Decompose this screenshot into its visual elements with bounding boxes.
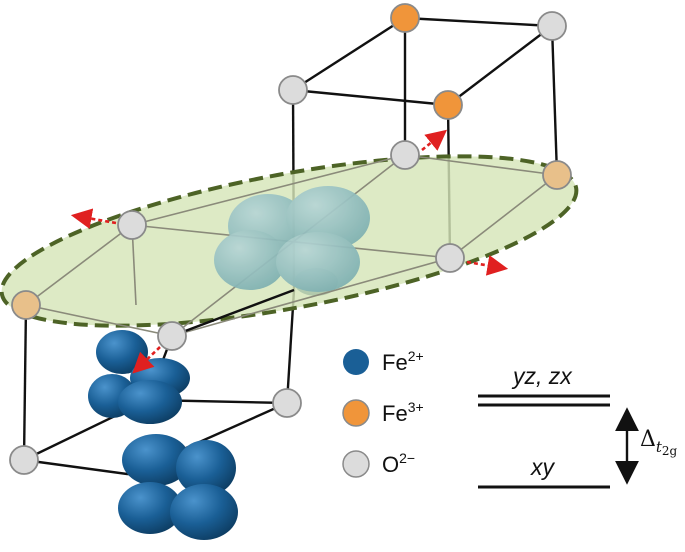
displacement-arrows <box>70 129 509 374</box>
lower-level-label: xy <box>530 454 556 480</box>
lower-cube-front-edges <box>171 288 295 338</box>
legend-o2-swatch <box>342 450 370 478</box>
fe3-atoms <box>11 3 572 320</box>
legend-fe3-swatch <box>342 399 370 427</box>
legend: Fe2+ Fe3+ O2− <box>342 348 424 478</box>
upper-level-label: yz, zx <box>511 363 573 389</box>
o2-atoms <box>9 11 567 475</box>
legend-o2-label: O2− <box>382 450 415 477</box>
energy-level-diagram: yz, zx xy Δt2g <box>478 363 678 489</box>
fe2-orbital-bottom <box>118 434 238 540</box>
upper-cube-edges <box>291 16 559 291</box>
legend-fe2-label: Fe2+ <box>382 348 424 375</box>
legend-fe3-label: Fe3+ <box>382 399 424 426</box>
legend-fe2-swatch <box>343 349 369 375</box>
plane-orbital <box>214 186 370 292</box>
splitting-label: Δt2g <box>640 427 678 458</box>
